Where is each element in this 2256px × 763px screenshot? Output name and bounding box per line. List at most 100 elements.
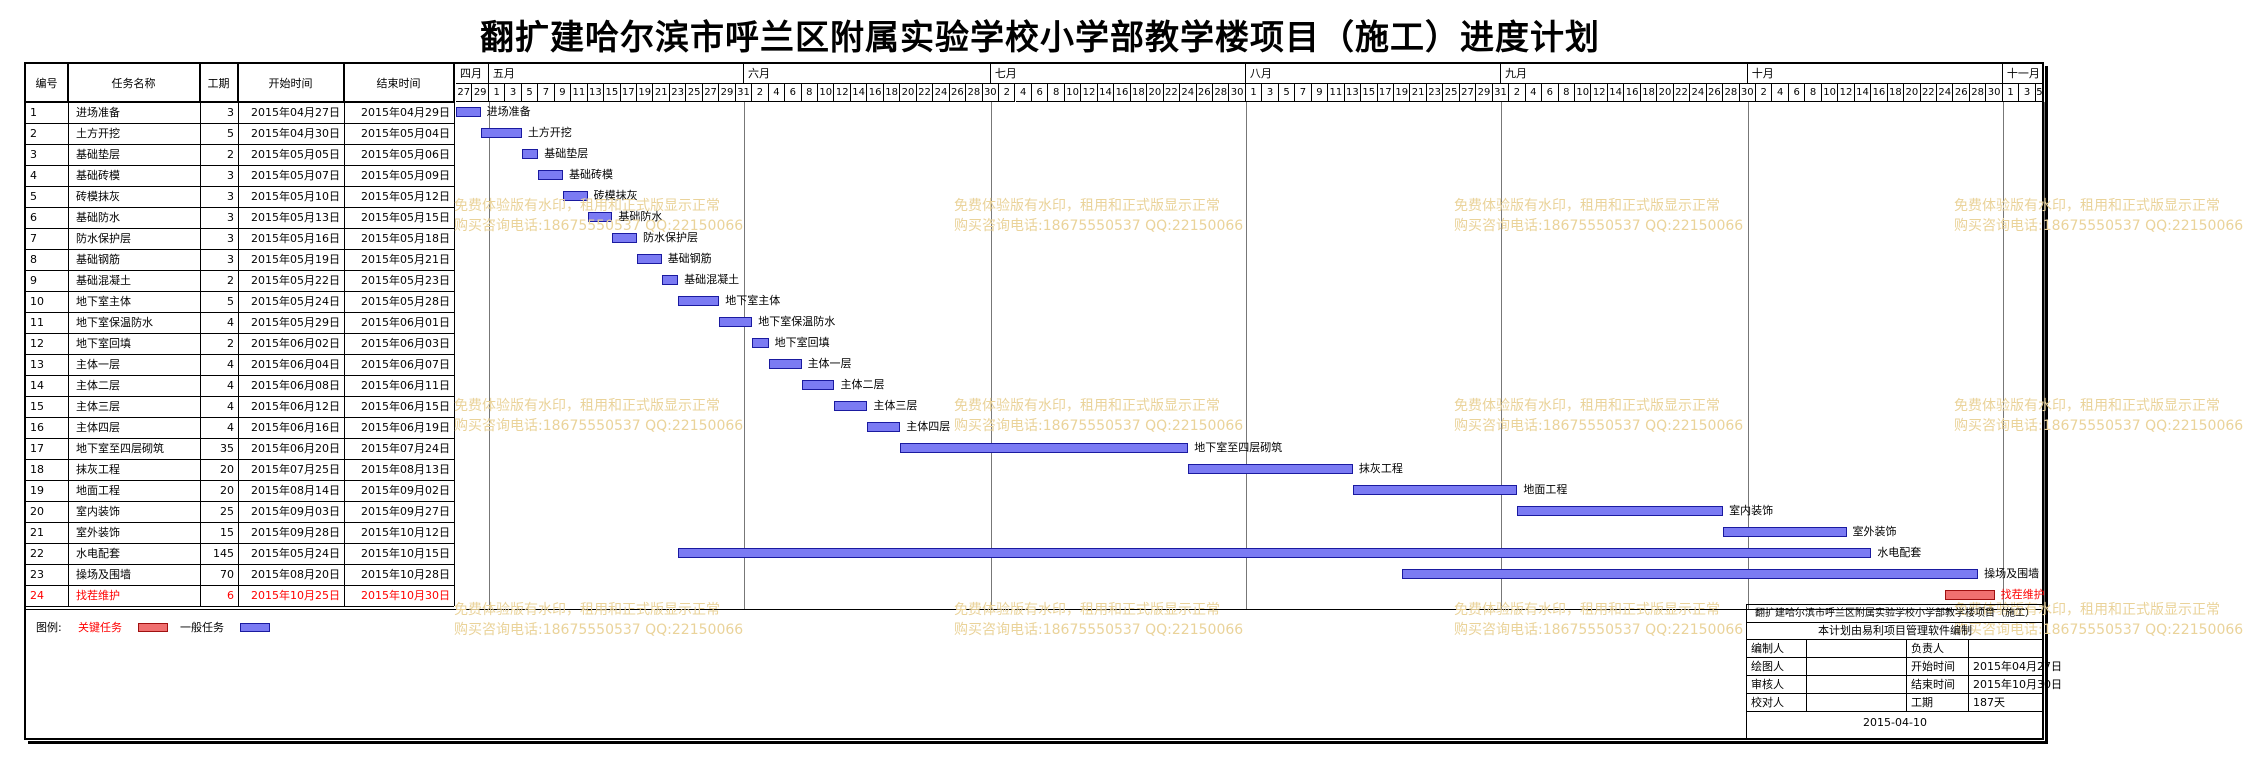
column-header-duration[interactable]: 工期 bbox=[200, 64, 238, 102]
cell-start: 2015年06月12日 bbox=[251, 400, 340, 413]
cell-start: 2015年05月05日 bbox=[251, 148, 340, 161]
info-cell-v2[interactable]: 2015年10月30日 bbox=[1969, 676, 2062, 693]
table-column-line bbox=[344, 64, 345, 606]
gantt-bar[interactable] bbox=[456, 107, 481, 117]
gantt-bar[interactable] bbox=[900, 443, 1189, 453]
gantt-bar[interactable] bbox=[612, 233, 637, 243]
table-row-line bbox=[26, 123, 454, 124]
info-cell-v1[interactable] bbox=[1807, 658, 1907, 675]
gantt-bar[interactable] bbox=[719, 317, 753, 327]
gantt-bar[interactable] bbox=[521, 149, 539, 159]
gantt-bar[interactable] bbox=[678, 296, 720, 306]
cell-name: 基础垫层 bbox=[76, 148, 120, 161]
timescale-day: 25 bbox=[686, 84, 703, 102]
timescale-day: 3 bbox=[2019, 84, 2036, 102]
gantt-bar[interactable] bbox=[562, 191, 588, 201]
timescale-day: 3 bbox=[1262, 84, 1279, 102]
gantt-bar[interactable] bbox=[1402, 569, 1979, 579]
gantt-bar-critical[interactable] bbox=[1945, 590, 1995, 600]
timescale-day: 6 bbox=[1031, 84, 1049, 102]
gantt-bar-label: 防水保护层 bbox=[643, 231, 698, 244]
timescale-day: 13 bbox=[587, 84, 605, 102]
cell-start: 2015年06月20日 bbox=[251, 442, 340, 455]
timescale-day: 2 bbox=[752, 84, 769, 102]
timescale-day: 5 bbox=[2035, 84, 2044, 102]
gantt-bar[interactable] bbox=[587, 212, 613, 222]
gantt-bar[interactable] bbox=[678, 548, 1872, 558]
cell-name: 地下室至四层砌筑 bbox=[76, 442, 164, 455]
timescale-month: 十一月 bbox=[2002, 64, 2044, 84]
gantt-bar[interactable] bbox=[637, 254, 662, 264]
timescale-day: 28 bbox=[1723, 84, 1740, 102]
gantt-bar[interactable] bbox=[752, 338, 769, 348]
cell-end: 2015年10月28日 bbox=[361, 568, 450, 581]
timescale-month: 七月 bbox=[990, 64, 1246, 84]
cell-end: 2015年10月12日 bbox=[361, 526, 450, 539]
info-project-name: 翻扩建哈尔滨市呼兰区附属实验学校小学部教学楼项目（施工） bbox=[1747, 605, 2043, 623]
info-cell-v2[interactable]: 2015年04月27日 bbox=[1969, 658, 2062, 675]
gantt-bar-label: 操场及围墙 bbox=[1984, 567, 2040, 580]
info-cell-v1[interactable] bbox=[1807, 640, 1907, 657]
cell-no: 6 bbox=[30, 211, 37, 224]
timescale-day: 10 bbox=[1821, 84, 1839, 102]
cell-name: 基础混凝土 bbox=[76, 274, 131, 287]
cell-name: 进场准备 bbox=[76, 106, 120, 119]
timescale-month: 八月 bbox=[1245, 64, 1501, 84]
column-header-name[interactable]: 任务名称 bbox=[68, 64, 200, 102]
gantt-bar[interactable] bbox=[768, 359, 802, 369]
gantt-bar[interactable] bbox=[801, 380, 835, 390]
table-row-line bbox=[26, 585, 454, 586]
gantt-bar[interactable] bbox=[1188, 464, 1353, 474]
timescale-day: 8 bbox=[1048, 84, 1065, 102]
timescale-day: 22 bbox=[1673, 84, 1691, 102]
timescale-day: 30 bbox=[982, 84, 1000, 102]
timescale-day: 4 bbox=[1525, 84, 1543, 102]
cell-name: 主体二层 bbox=[76, 379, 120, 392]
gantt-bar[interactable] bbox=[480, 128, 522, 138]
gantt-bar[interactable] bbox=[661, 275, 679, 285]
cell-no: 20 bbox=[30, 505, 44, 518]
timescale-day: 17 bbox=[620, 84, 637, 102]
frame-shadow bbox=[28, 66, 2048, 744]
timescale-day: 28 bbox=[1969, 84, 1987, 102]
legend-critical-label: 关键任务 bbox=[78, 621, 122, 634]
cell-end: 2015年06月11日 bbox=[361, 379, 450, 392]
info-cell-v1[interactable] bbox=[1807, 694, 1907, 711]
cell-duration: 3 bbox=[227, 232, 234, 245]
cell-name: 基础钢筋 bbox=[76, 253, 120, 266]
cell-start: 2015年08月14日 bbox=[251, 484, 340, 497]
cell-start: 2015年05月22日 bbox=[251, 274, 340, 287]
table-row-line bbox=[26, 102, 454, 103]
info-software-note: 本计划由易利项目管理软件编制 bbox=[1747, 623, 2043, 640]
info-cell-v2[interactable]: 187天 bbox=[1969, 694, 2043, 711]
info-cell-v2[interactable] bbox=[1969, 640, 2043, 657]
cell-end: 2015年09月27日 bbox=[361, 505, 450, 518]
gantt-bar[interactable] bbox=[867, 422, 901, 432]
gantt-bar[interactable] bbox=[1352, 485, 1518, 495]
gantt-bar[interactable] bbox=[538, 170, 563, 180]
timescale-day: 30 bbox=[1739, 84, 1757, 102]
table-column-line bbox=[454, 64, 455, 606]
column-header-start[interactable]: 开始时间 bbox=[238, 64, 344, 102]
gantt-bar[interactable] bbox=[1517, 506, 1724, 516]
cell-name: 主体三层 bbox=[76, 400, 120, 413]
gantt-bar[interactable] bbox=[834, 401, 868, 411]
column-header-end[interactable]: 结束时间 bbox=[344, 64, 454, 102]
gantt-bar[interactable] bbox=[1723, 527, 1847, 537]
cell-start: 2015年04月27日 bbox=[251, 106, 340, 119]
cell-no: 7 bbox=[30, 232, 37, 245]
gantt-bar-label: 抹灰工程 bbox=[1358, 462, 1403, 475]
timescale-day: 29 bbox=[472, 84, 489, 102]
cell-duration: 3 bbox=[227, 190, 234, 203]
info-cell-v1[interactable] bbox=[1807, 676, 1907, 693]
month-grid-line bbox=[990, 102, 992, 609]
gantt-bar-label: 基础防水 bbox=[618, 210, 663, 223]
column-header-no[interactable]: 编号 bbox=[26, 64, 68, 102]
table-row-line bbox=[26, 228, 454, 229]
info-cell-l2: 负责人 bbox=[1907, 640, 1969, 657]
cell-end: 2015年05月21日 bbox=[361, 253, 450, 266]
timescale-day: 11 bbox=[1328, 84, 1345, 102]
cell-name: 地下室主体 bbox=[76, 295, 131, 308]
table-row-line bbox=[26, 354, 454, 355]
timescale-day: 4 bbox=[1772, 84, 1789, 102]
